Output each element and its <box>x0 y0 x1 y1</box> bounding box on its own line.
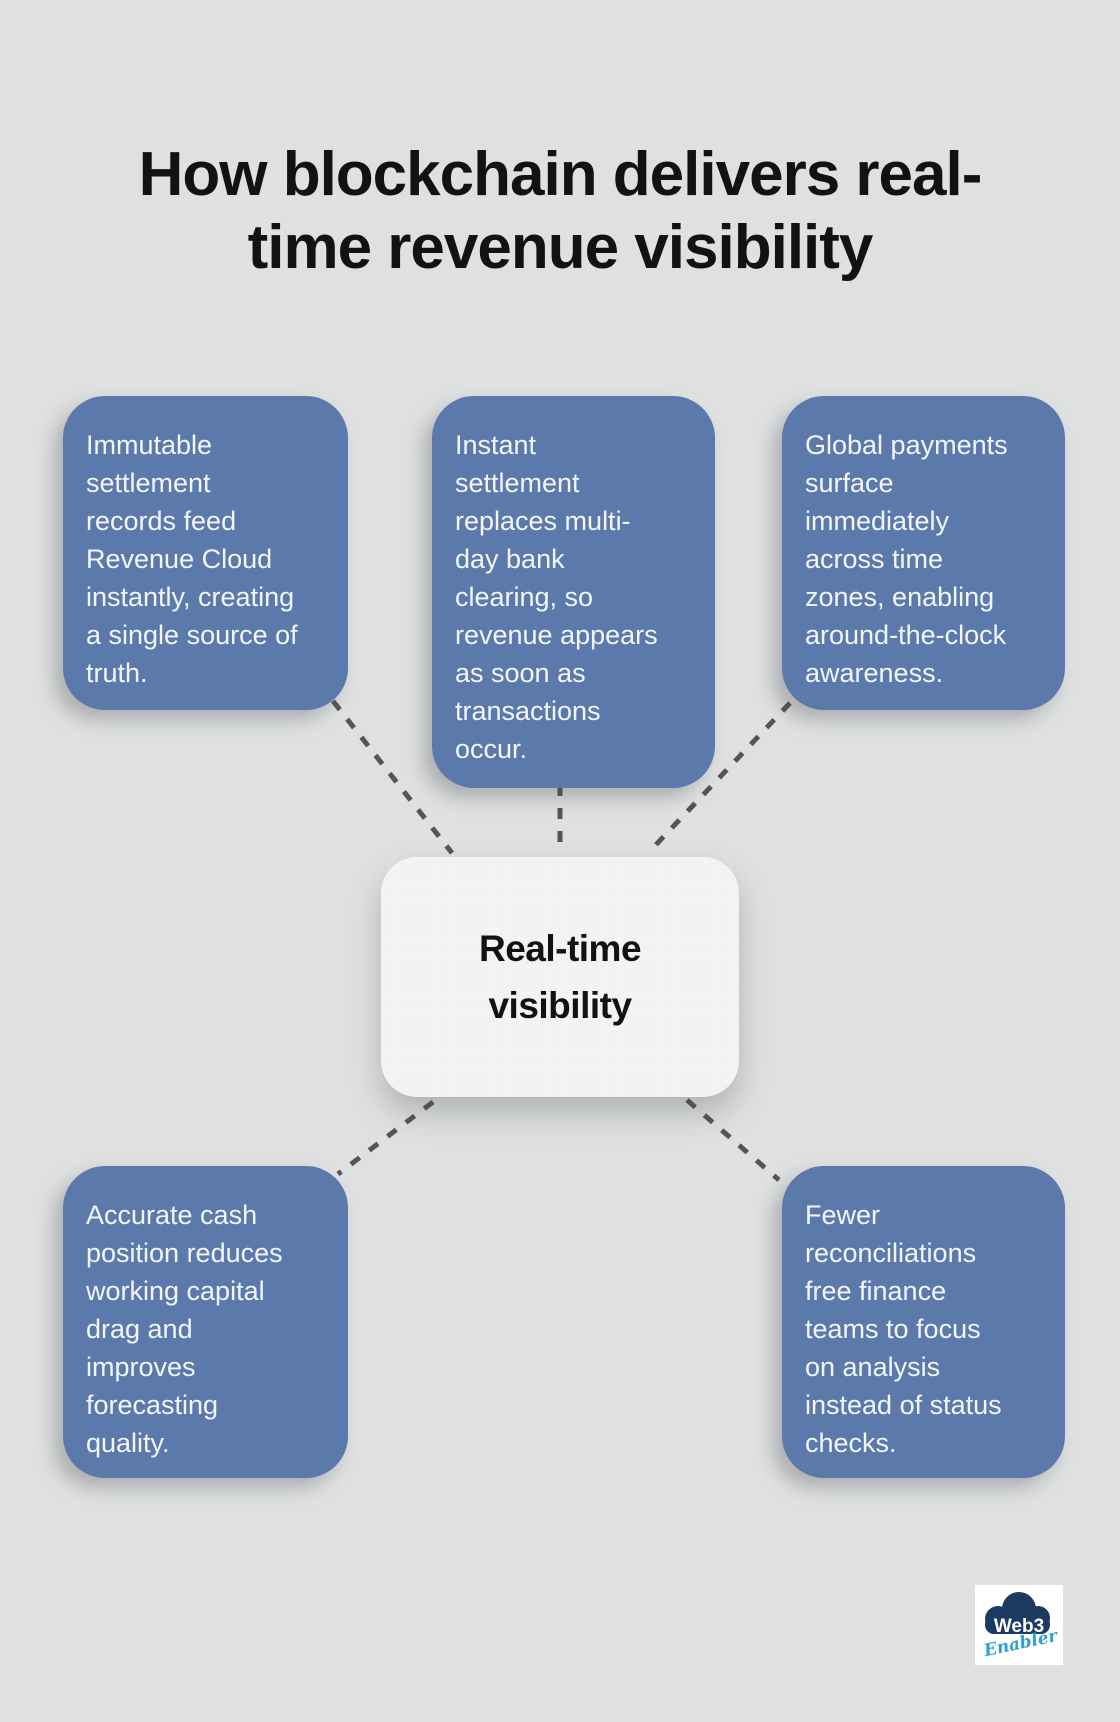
center-node-label: Real-time visibility <box>478 927 642 1026</box>
benefit-node-text: Accurate cash position reduces working c… <box>86 1200 283 1458</box>
connector-line-bottom-left <box>336 1100 435 1176</box>
benefit-node-text: Immutable settlement records feed Revenu… <box>86 430 298 688</box>
benefit-node-text: Fewer reconciliations free finance teams… <box>805 1200 1002 1458</box>
cloud-icon: Web3 Enabler <box>981 1592 1060 1661</box>
benefit-node-cash-position: Accurate cash position reduces working c… <box>63 1166 348 1478</box>
connector-line-bottom-right <box>685 1098 781 1182</box>
benefit-node-text: Global payments surface immediately acro… <box>805 430 1008 688</box>
benefit-node-instant-settlement: Instant settlement replaces multi- day b… <box>432 396 715 788</box>
benefit-node-text: Instant settlement replaces multi- day b… <box>455 430 658 764</box>
infographic-title: How blockchain delivers real- time reven… <box>138 139 983 282</box>
benefit-node-fewer-reconciliations: Fewer reconciliations free finance teams… <box>782 1166 1065 1478</box>
connector-line-top-left <box>331 699 454 855</box>
center-node: Real-time visibility <box>381 857 739 1097</box>
logo-brand-text: Web3 <box>994 1616 1044 1637</box>
benefit-node-global-payments: Global payments surface immediately acro… <box>782 396 1065 710</box>
brand-logo: Web3 Enabler <box>975 1585 1063 1665</box>
connector-line-top-right <box>648 701 792 853</box>
benefit-node-immutable-records: Immutable settlement records feed Revenu… <box>63 396 348 710</box>
